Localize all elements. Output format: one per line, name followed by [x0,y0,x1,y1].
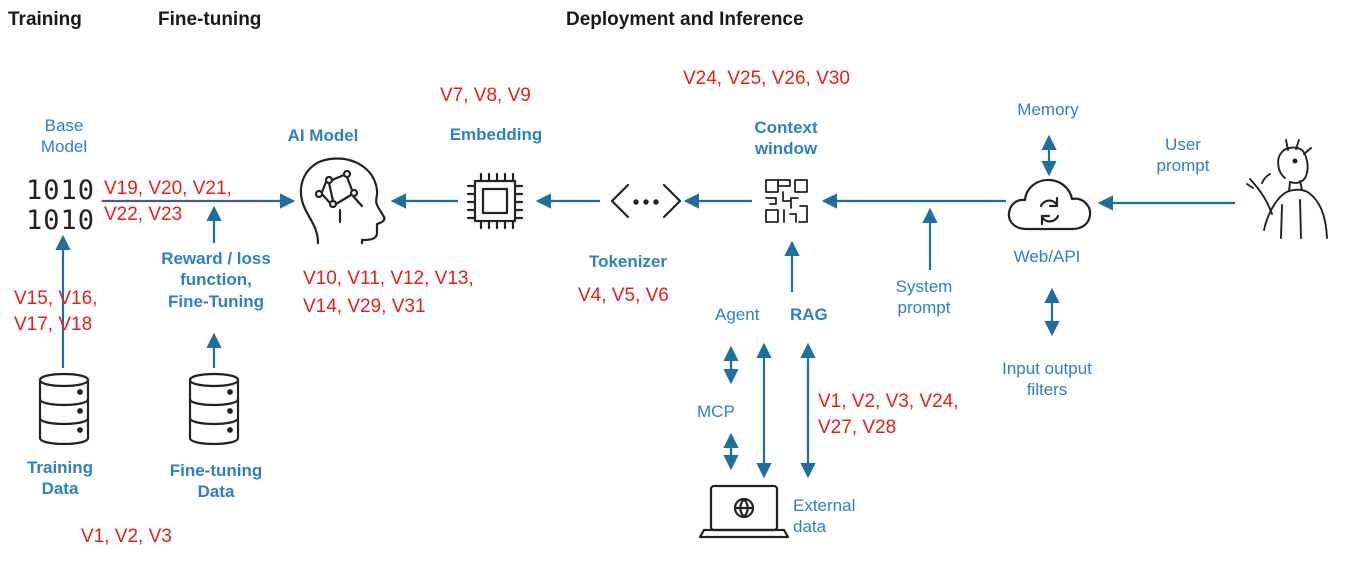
ai-head-icon [299,157,386,245]
vuln-base-model: V19, V20, V21, V22, V23 [104,178,232,225]
qr-code-icon [765,179,808,223]
label-external-data: External data [793,496,856,537]
label-fine-tuning-data: Fine-tuning Data [169,461,263,502]
binary-text-top: 1010 [26,175,96,206]
label-user-prompt: User prompt [1156,135,1210,176]
label-input-output-filters: Input output filters [1002,359,1092,400]
cloud-sync-icon [1007,178,1092,231]
header-fine-tuning: Fine-tuning [158,9,262,30]
label-tokenizer: Tokenizer [588,252,668,271]
label-embedding: Embedding [449,125,543,144]
label-rag: RAG [790,305,828,324]
label-base-model: Base Model [40,116,88,157]
vuln-training-data: V15, V16, V17, V18 [14,288,98,335]
person-icon [1246,139,1328,239]
vuln-ai-model: V10, V11, V12, V13, V14, V29, V31 [303,268,474,317]
database-icon-fine-tuning [188,372,240,446]
label-memory: Memory [1017,100,1079,119]
vuln-datasets: V1, V2, V3 [81,526,172,547]
label-agent: Agent [715,305,760,324]
label-training-data: Training Data [26,458,94,499]
label-ai-model: AI Model [287,126,359,145]
label-context-window: Context window [754,118,818,159]
laptop-globe-icon [698,484,790,539]
vuln-context-window: V24, V25, V26, V30 [683,68,850,89]
header-deployment: Deployment and Inference [566,9,804,30]
header-training: Training [8,9,82,30]
vuln-embedding: V7, V8, V9 [440,85,531,106]
vuln-tokenizer: V4, V5, V6 [578,285,669,306]
label-mcp: MCP [697,402,735,421]
label-reward-function: Reward / loss function, Fine-Tuning [161,249,271,311]
label-system-prompt: System prompt [895,277,953,318]
database-icon-training [38,372,90,446]
chip-icon [466,172,524,230]
code-brackets-icon [610,183,682,219]
label-web-api: Web/API [1013,247,1081,266]
vuln-rag: V1, V2, V3, V24, V27, V28 [818,391,959,438]
binary-text-bottom: 1010 [26,205,96,236]
